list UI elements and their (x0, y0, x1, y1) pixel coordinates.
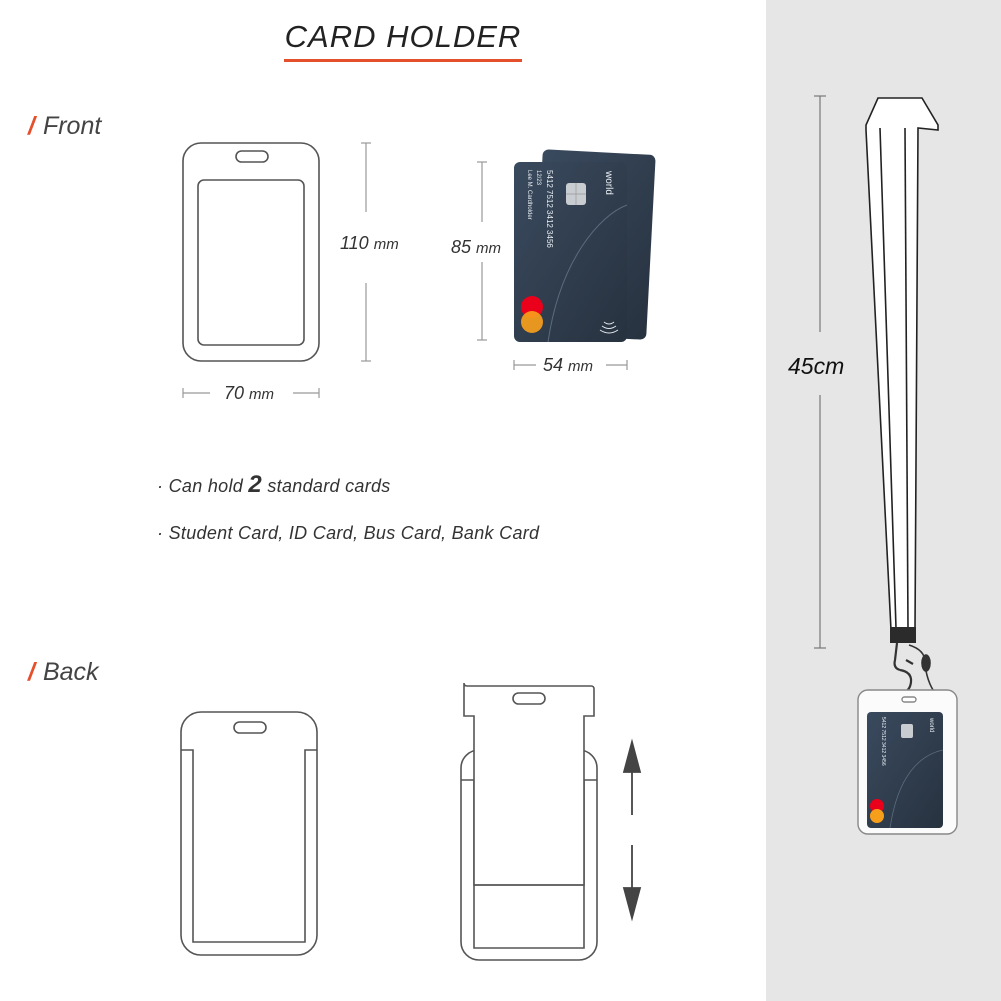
card-width-label: 54 mm (543, 355, 594, 375)
holder-width-label: 70 mm (224, 383, 275, 403)
contactless-icon (599, 321, 619, 334)
slide-up-arrow-icon (622, 738, 642, 815)
lanyard-clamp (890, 627, 916, 643)
slash-mark: / (28, 658, 35, 686)
card-types-bullet: · Student Card, ID Card, Bus Card, Bank … (157, 523, 540, 543)
front-label-text: Front (42, 112, 102, 140)
back-label-text: Back (42, 658, 99, 686)
capacity-bullet: · Can hold 2 standard cards (157, 471, 391, 498)
back-holder-sliding (460, 682, 598, 961)
holder-height-dimension (361, 142, 371, 362)
card-height-dimension (477, 161, 487, 341)
front-holder-outline (182, 142, 320, 362)
card-expiry-text: 12/23 (535, 170, 541, 186)
lanyard-length-dimension (814, 95, 826, 649)
title-underline (284, 59, 522, 62)
holder-width-dimension (182, 388, 320, 398)
front-section-label: /Front (28, 112, 101, 141)
bank-card-front: 5412 7512 3412 3456 12/23 Lee M. Cardhol… (514, 162, 628, 343)
card-brand-text: world (603, 170, 614, 195)
mini-card-brand-text: world (928, 717, 934, 732)
mastercard-red-circle (870, 799, 884, 813)
lanyard-holder: 5412 7512 3412 3456 world (857, 689, 958, 835)
mini-card-number-text: 5412 7512 3412 3456 (880, 717, 886, 766)
card-holder-text: Lee M. Cardholder (526, 170, 532, 220)
back-section-label: /Back (28, 658, 99, 687)
lanyard-strap (865, 97, 939, 631)
chip-icon (901, 724, 913, 738)
back-holder-outline (180, 711, 318, 956)
holder-height-label: 110 mm (340, 233, 399, 253)
slash-mark: / (28, 112, 35, 140)
lanyard-hook-icon (893, 642, 914, 696)
slide-down-arrow-icon (622, 845, 642, 922)
page-title: CARD HOLDER (284, 19, 522, 54)
mastercard-orange-circle (870, 809, 884, 823)
card-width-dimension (513, 360, 628, 370)
card-height-label: 85 mm (451, 237, 502, 257)
mastercard-orange-circle (521, 311, 543, 333)
card-number-text: 5412 7512 3412 3456 (545, 170, 554, 248)
lanyard-cord (908, 644, 941, 699)
lanyard-length-label: 45cm (788, 353, 845, 379)
